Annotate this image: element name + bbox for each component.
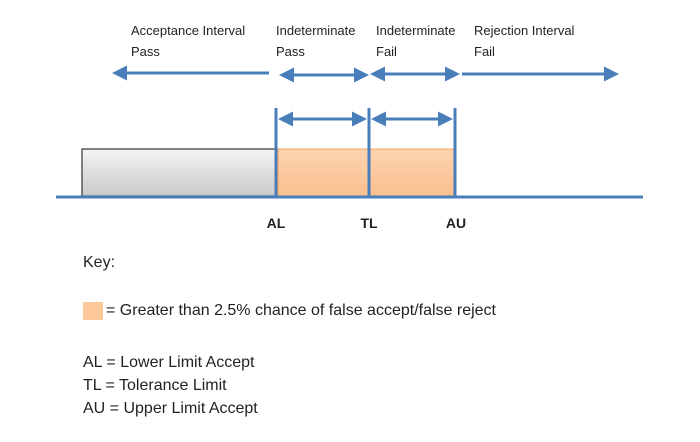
indeterminate-bar: [277, 148, 456, 197]
key-definition-tl: TL = Tolerance Limit: [83, 377, 227, 394]
acceptance-bar: [81, 148, 279, 197]
zone-label-line1: Indeterminate: [276, 23, 356, 38]
key-definition-au: AU = Upper Limit Accept: [83, 400, 258, 417]
zone-label-line1: Indeterminate: [376, 23, 456, 38]
zone-label-indeterminate-pass: Indeterminate Pass: [276, 20, 356, 62]
key-swatch-text: = Greater than 2.5% chance of false acce…: [106, 302, 496, 319]
zone-label-line2: Fail: [376, 44, 397, 59]
key-title: Key:: [83, 254, 116, 271]
zone-label-line2: Pass: [131, 44, 160, 59]
indeterminate-color-swatch: [83, 302, 103, 320]
zone-label-line1: Acceptance Interval: [131, 23, 246, 38]
zone-label-line2: Fail: [474, 44, 495, 59]
tl-label: TL: [360, 215, 378, 231]
au-label: AU: [445, 215, 467, 231]
zone-label-rejection-fail: Rejection Interval Fail: [474, 20, 574, 62]
zone-label-indeterminate-fail: Indeterminate Fail: [376, 20, 456, 62]
al-label: AL: [266, 215, 286, 231]
key-swatch-row: = Greater than 2.5% chance of false acce…: [83, 302, 496, 320]
zone-label-line2: Pass: [276, 44, 305, 59]
zone-label-acceptance-pass: Acceptance Interval Pass: [131, 20, 245, 62]
key-definition-al: AL = Lower Limit Accept: [83, 354, 255, 371]
zone-label-line1: Rejection Interval: [474, 23, 575, 38]
